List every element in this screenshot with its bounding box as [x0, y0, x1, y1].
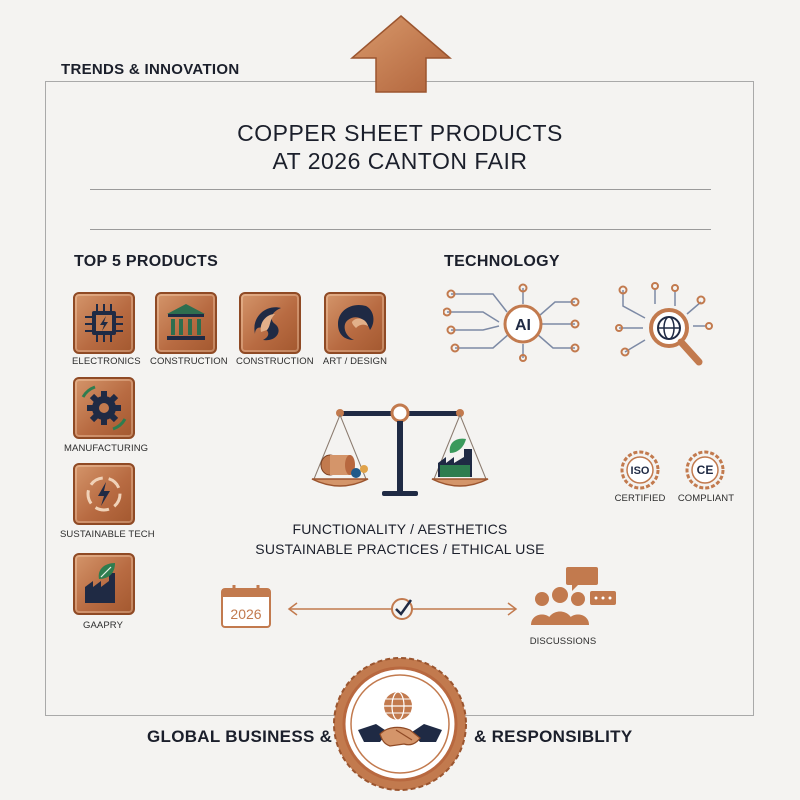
timeline-arrow [287, 598, 518, 620]
year-text: 2026 [230, 606, 261, 622]
product-label-gaapry: GAAPRY [82, 620, 124, 631]
ai-label: AI [515, 317, 531, 334]
products-heading: TOP 5 PRODUCTS [74, 253, 219, 270]
calendar-icon: 2026 [221, 585, 271, 628]
page-title-line1: COPPER SHEET PRODUCTS [237, 120, 563, 146]
footer-right-text: & RESPONSIBLITY [474, 727, 633, 746]
divider [90, 189, 711, 190]
copper-swirl-icon [239, 292, 301, 354]
product-label-art-design: ART / DESIGN [322, 356, 388, 367]
gear-cycle-icon [73, 377, 135, 439]
compliant-label: COMPLIANT [677, 493, 735, 504]
product-label-construction: CONSTRUCTION [150, 356, 228, 367]
circuit-chip-icon [73, 292, 135, 354]
balance-text-line1: FUNCTIONALITY / AESTHETICS [292, 521, 508, 537]
ai-circuit-icon: AI [443, 283, 580, 362]
iso-badge-icon: ISO [620, 450, 660, 490]
product-label-electronics: ELECTRONICS [72, 356, 141, 367]
product-label-manufacturing: MANUFACTURING [64, 443, 149, 454]
energy-cycle-icon [73, 463, 135, 525]
product-label-sustainable-tech: SUSTAINABLE TECH [60, 529, 155, 540]
footer-left-text: GLOBAL BUSINESS & [147, 727, 333, 746]
ce-badge-icon: CE [685, 450, 725, 490]
section-label-trends: TRENDS & INNOVATION [61, 61, 240, 78]
factory-leaf-icon [73, 553, 135, 615]
balance-scale-icon [311, 403, 489, 496]
ce-text: CE [697, 463, 714, 477]
globe-search-icon [615, 282, 713, 366]
building-columns-icon [155, 292, 217, 354]
discussions-label: DISCUSSIONS [529, 636, 597, 647]
technology-heading: TECHNOLOGY [444, 253, 560, 270]
handshake-seal-icon [333, 657, 467, 791]
discussion-group-icon [531, 567, 616, 625]
certified-label: CERTIFIED [614, 493, 666, 504]
balance-text-line2: SUSTAINABLE PRACTICES / ETHICAL USE [255, 541, 545, 557]
page-title-line2: AT 2026 CANTON FAIR [272, 148, 528, 174]
art-swirl-icon [324, 292, 386, 354]
product-label-construction-2: CONSTRUCTION [236, 356, 314, 367]
divider [90, 229, 711, 230]
iso-text: ISO [631, 465, 650, 477]
up-arrow-icon [350, 15, 452, 93]
